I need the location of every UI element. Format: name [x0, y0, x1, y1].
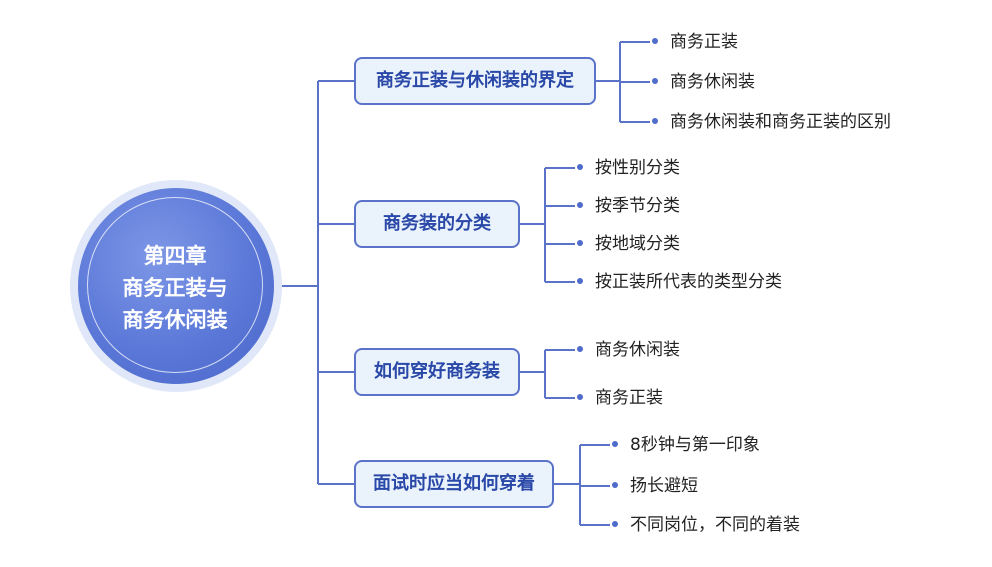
branch-node-interview: 面试时应当如何穿着 — [354, 460, 554, 508]
bullet-icon — [577, 163, 583, 170]
leaf-label: 商务休闲装和商务正装的区别 — [670, 112, 891, 132]
leaf-label: 扬长避短 — [630, 476, 698, 496]
root-node-ring — [87, 197, 263, 373]
leaf-label: 商务休闲装 — [595, 340, 680, 360]
leaf-item: 按正装所代表的类型分类 — [577, 269, 782, 295]
bullet-icon — [612, 481, 618, 488]
leaf-item: 按地域分类 — [577, 231, 680, 257]
leaf-label: 按正装所代表的类型分类 — [595, 272, 782, 292]
leaf-label: 按季节分类 — [595, 196, 680, 216]
leaf-item: 商务休闲装 — [652, 69, 755, 95]
branch-node-definition: 商务正装与休闲装的界定 — [354, 57, 596, 105]
leaf-item: 扬长避短 — [612, 473, 698, 499]
leaf-label: 8秒钟与第一印象 — [630, 435, 760, 455]
leaf-item: 按性别分类 — [577, 155, 680, 181]
leaf-label: 商务正装 — [595, 388, 663, 408]
leaf-item: 商务休闲装和商务正装的区别 — [652, 109, 891, 135]
bullet-icon — [652, 77, 658, 84]
bullet-icon — [577, 393, 583, 400]
leaf-item: 商务正装 — [652, 29, 738, 55]
root-title-line: 商务休闲装 — [122, 308, 228, 332]
leaf-label: 不同岗位，不同的着装 — [630, 515, 800, 535]
branch-node-how-to-wear: 如何穿好商务装 — [354, 348, 520, 396]
leaf-item: 按季节分类 — [577, 193, 680, 219]
leaf-label: 商务休闲装 — [670, 72, 755, 92]
root-title-line: 商务正装与 — [122, 276, 228, 300]
bullet-icon — [577, 277, 583, 284]
bullet-icon — [652, 37, 658, 44]
bullet-icon — [652, 117, 658, 124]
bullet-icon — [577, 345, 583, 352]
bullet-icon — [577, 239, 583, 246]
leaf-label: 商务正装 — [670, 32, 738, 52]
leaf-item: 商务休闲装 — [577, 337, 680, 363]
root-node-title: 第四章 商务正装与 商务休闲装 — [90, 240, 260, 336]
leaf-label: 按性别分类 — [595, 158, 680, 178]
bullet-icon — [577, 201, 583, 208]
root-title-line: 第四章 — [143, 244, 207, 268]
leaf-item: 商务正装 — [577, 385, 663, 411]
leaf-item: 不同岗位，不同的着装 — [612, 512, 800, 538]
leaf-label: 按地域分类 — [595, 234, 680, 254]
leaf-item: 8秒钟与第一印象 — [612, 432, 760, 458]
bullet-icon — [612, 520, 618, 527]
branch-node-classification: 商务装的分类 — [354, 200, 520, 248]
bullet-icon — [612, 440, 618, 447]
